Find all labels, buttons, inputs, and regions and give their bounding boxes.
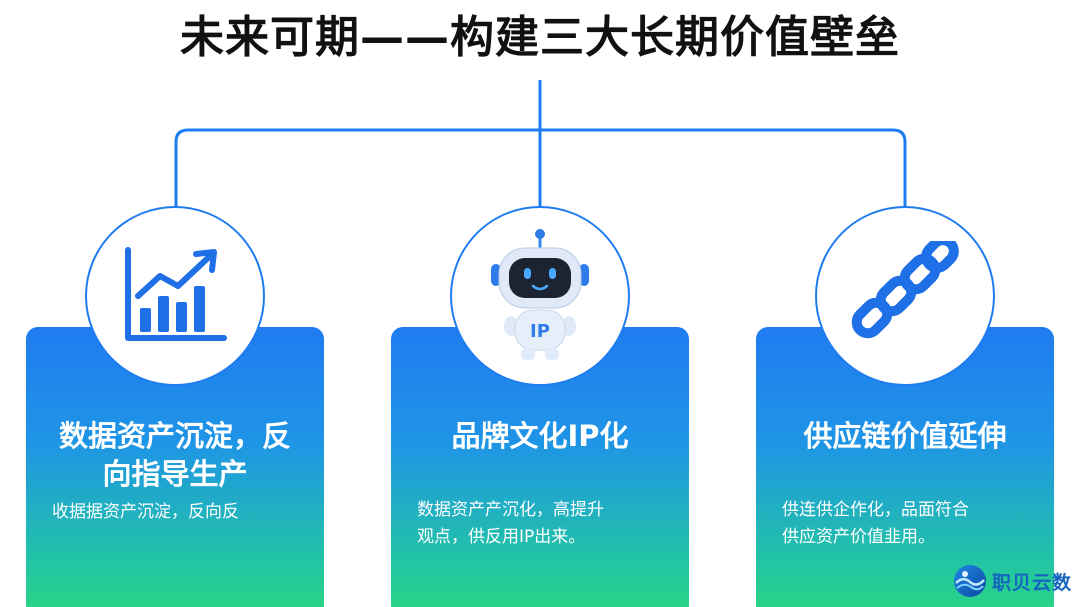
card-description: 供连供企作化，品面符合 供应资产价值韭用。 [782, 500, 969, 547]
card-description: 收据据资产沉淀，反向反 [52, 502, 239, 522]
card-title: 供应链价值延伸 [803, 419, 1007, 453]
chain-link-icon [851, 241, 959, 339]
watermark-text: 职贝云数 [992, 571, 1073, 594]
card-description: 数据资产产沉化，高提升 观点，供反用IP出来。 [417, 500, 604, 547]
globe-logo-icon [954, 565, 986, 597]
ip-badge-text: IP [530, 321, 550, 342]
circle-icon-holder [815, 206, 995, 386]
connector-bar [174, 128, 907, 210]
card-title: 品牌文化IP化 [451, 419, 629, 453]
ip-robot-icon: IP [491, 229, 589, 360]
growth-chart-icon [125, 247, 227, 341]
circle-icon-holder: IP [450, 206, 630, 386]
card-title: 数据资产沉淀，反 向指导生产 [58, 419, 291, 491]
circle-icon-holder [85, 206, 265, 386]
page-title: 未来可期——构建三大长期价值壁垒 [180, 12, 900, 63]
watermark: 职贝云数 [952, 563, 1072, 599]
